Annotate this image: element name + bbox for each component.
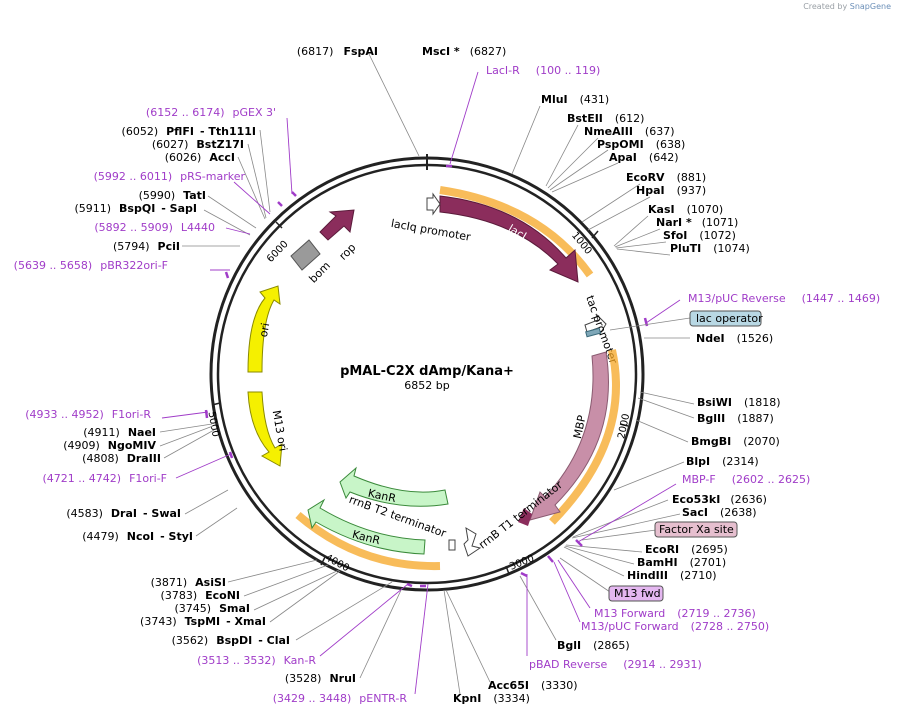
svg-text:lac operator: lac operator xyxy=(696,312,763,325)
svg-text:Factor Xa site: Factor Xa site xyxy=(659,523,734,536)
svg-text:M13/pUC Forward(2728 .. 2750): M13/pUC Forward(2728 .. 2750) xyxy=(581,620,769,633)
svg-text:BglII(1887): BglII(1887) xyxy=(697,412,774,425)
svg-text:(6027)BstZ17I: (6027)BstZ17I xyxy=(152,138,244,151)
lacIq-promoter-feature xyxy=(426,192,441,216)
bom-feature xyxy=(290,239,321,271)
plasmid-name: pMAL-C2X dAmp/Kana+ xyxy=(340,364,514,379)
svg-text:Eco53kI(2636): Eco53kI(2636) xyxy=(672,493,767,506)
rop-feature xyxy=(319,209,355,241)
svg-text:ApaI(642): ApaI(642) xyxy=(609,151,679,164)
svg-text:(4583)DraI- SwaI: (4583)DraI- SwaI xyxy=(66,507,181,520)
svg-text:(4721 .. 4742)F1ori-F: (4721 .. 4742)F1ori-F xyxy=(43,472,168,485)
svg-text:(4479)NcoI- StyI: (4479)NcoI- StyI xyxy=(82,530,193,543)
svg-text:(3871)AsiSI: (3871)AsiSI xyxy=(151,576,226,589)
svg-text:SfoI(1072): SfoI(1072) xyxy=(663,229,736,242)
svg-text:BlpI(2314): BlpI(2314) xyxy=(686,455,759,468)
svg-text:KasI(1070): KasI(1070) xyxy=(648,203,723,216)
svg-text:(6817)FspAI: (6817)FspAI xyxy=(297,45,378,58)
svg-text:(5892 .. 5909)L4440: (5892 .. 5909)L4440 xyxy=(94,221,215,234)
tick-label: 6000 xyxy=(265,239,291,265)
svg-text:SacI(2638): SacI(2638) xyxy=(682,506,757,519)
MBP-label: MBP xyxy=(571,414,589,440)
svg-text:PspOMI(638): PspOMI(638) xyxy=(597,138,685,151)
tick-label: 3000 xyxy=(508,553,536,573)
svg-text:MscI *(6827): MscI *(6827) xyxy=(422,45,506,58)
M13-ori-feature xyxy=(247,391,283,467)
enzyme-labels-left: (6052)PflFI- Tth111I (6027)BstZ17I (6026… xyxy=(63,125,356,685)
svg-text:EcoRI(2695): EcoRI(2695) xyxy=(645,543,728,556)
svg-text:Acc65I(3330): Acc65I(3330) xyxy=(488,679,578,692)
svg-text:(3562)BspDI- ClaI: (3562)BspDI- ClaI xyxy=(172,634,290,647)
boxed-labels: lac operator Factor Xa site M13 fwd xyxy=(559,310,763,602)
rrnB-T2-feature xyxy=(463,527,482,557)
m13-fwd-box xyxy=(608,585,664,602)
svg-text:HpaI(937): HpaI(937) xyxy=(636,184,706,197)
svg-text:(3745)SmaI: (3745)SmaI xyxy=(175,602,250,615)
svg-text:PluTI(1074): PluTI(1074) xyxy=(670,242,750,255)
svg-text:(4808)DraIII: (4808)DraIII xyxy=(82,452,161,465)
factor-xa-box xyxy=(654,521,738,538)
lacI-orange-outline xyxy=(439,186,594,278)
ori-feature xyxy=(247,285,281,373)
ori-label: ori xyxy=(257,322,272,338)
svg-text:M13/pUC Reverse(1447 .. 1469): M13/pUC Reverse(1447 .. 1469) xyxy=(688,292,880,305)
svg-text:(4911)NaeI: (4911)NaeI xyxy=(83,426,156,439)
KanR-feature-inner xyxy=(307,498,426,555)
lac-operator-box xyxy=(689,310,762,327)
svg-text:(6026)AccI: (6026)AccI xyxy=(165,151,235,164)
svg-text:(4909)NgoMIV: (4909)NgoMIV xyxy=(63,439,156,452)
svg-text:(3429 .. 3448)pENTR-R: (3429 .. 3448)pENTR-R xyxy=(273,692,408,705)
svg-text:(6152 .. 6174)pGEX 3': (6152 .. 6174)pGEX 3' xyxy=(146,106,276,119)
svg-text:(3528)NruI: (3528)NruI xyxy=(285,672,356,685)
svg-text:EcoRV(881): EcoRV(881) xyxy=(626,171,706,184)
primer-leaders xyxy=(161,71,681,695)
svg-text:(5794)PciI: (5794)PciI xyxy=(113,240,180,253)
svg-text:(5992 .. 6011)pRS-marker: (5992 .. 6011)pRS-marker xyxy=(94,170,246,183)
svg-text:pBAD Reverse(2914 .. 2931): pBAD Reverse(2914 .. 2931) xyxy=(529,658,702,671)
svg-text:MluI(431): MluI(431) xyxy=(541,93,609,106)
svg-text:BstEII(612): BstEII(612) xyxy=(567,112,644,125)
KanR-feature-outer xyxy=(339,466,449,507)
svg-text:(3513 .. 3532)Kan-R: (3513 .. 3532)Kan-R xyxy=(197,654,316,667)
svg-text:NarI *(1071): NarI *(1071) xyxy=(656,216,738,229)
svg-text:(5639 .. 5658)pBR322ori-F: (5639 .. 5658)pBR322ori-F xyxy=(14,259,168,272)
enzyme-leaders xyxy=(159,51,695,695)
svg-text:M13 Forward(2719 .. 2736): M13 Forward(2719 .. 2736) xyxy=(594,607,756,620)
svg-text:BsiWI(1818): BsiWI(1818) xyxy=(697,396,781,409)
svg-text:BamHI(2701): BamHI(2701) xyxy=(637,556,726,569)
brand-credit: Created by SnapGene xyxy=(803,2,891,11)
svg-text:BmgBI(2070): BmgBI(2070) xyxy=(691,435,780,448)
svg-text:(5911)BspQI- SapI: (5911)BspQI- SapI xyxy=(74,202,197,215)
svg-text:(6052)PflFI- Tth111I: (6052)PflFI- Tth111I xyxy=(122,125,256,138)
enzyme-labels-right: MluI(431) BstEII(612) NmeAIII(637) PspOM… xyxy=(453,93,781,705)
lac-operator-mark xyxy=(585,327,602,338)
primer-labels: LacI-R(100 .. 119) (6152 .. 6174)pGEX 3'… xyxy=(14,64,881,705)
svg-text:(4933 .. 4952)F1ori-R: (4933 .. 4952)F1ori-R xyxy=(25,408,151,421)
tick-label: 2000 xyxy=(616,413,632,440)
svg-text:(5990)TatI: (5990)TatI xyxy=(139,189,206,202)
plasmid-length: 6852 bp xyxy=(404,379,449,392)
svg-text:BglI(2865): BglI(2865) xyxy=(557,639,630,652)
svg-text:KpnI(3334): KpnI(3334) xyxy=(453,692,530,705)
features: lacI lacIq promoter rop bom tac promoter… xyxy=(247,186,620,571)
svg-text:M13 fwd: M13 fwd xyxy=(614,587,661,600)
MBP-feature xyxy=(529,351,609,521)
svg-text:LacI-R(100 .. 119): LacI-R(100 .. 119) xyxy=(486,64,600,77)
tick-label: 5000 xyxy=(205,411,220,438)
rrnB-T1-feature xyxy=(518,508,532,526)
svg-text:(3743)TspMI- XmaI: (3743)TspMI- XmaI xyxy=(140,615,266,628)
rop-label: rop xyxy=(337,241,359,263)
enzyme-labels-top: (6817)FspAI MscI *(6827) xyxy=(297,45,506,58)
lacIq-promoter-label: lacIq promoter xyxy=(390,217,472,244)
svg-text:(3783)EcoNI: (3783)EcoNI xyxy=(161,589,240,602)
svg-text:HindIII(2710): HindIII(2710) xyxy=(627,569,717,582)
svg-text:NdeI(1526): NdeI(1526) xyxy=(696,332,773,345)
KanR-label-outer: KanR xyxy=(367,487,398,506)
svg-text:NmeAIII(637): NmeAIII(637) xyxy=(584,125,675,138)
lacI-feature xyxy=(439,195,579,283)
MBP-orange-outline xyxy=(549,349,620,525)
svg-text:MBP-F(2602 .. 2625): MBP-F(2602 .. 2625) xyxy=(682,473,810,486)
